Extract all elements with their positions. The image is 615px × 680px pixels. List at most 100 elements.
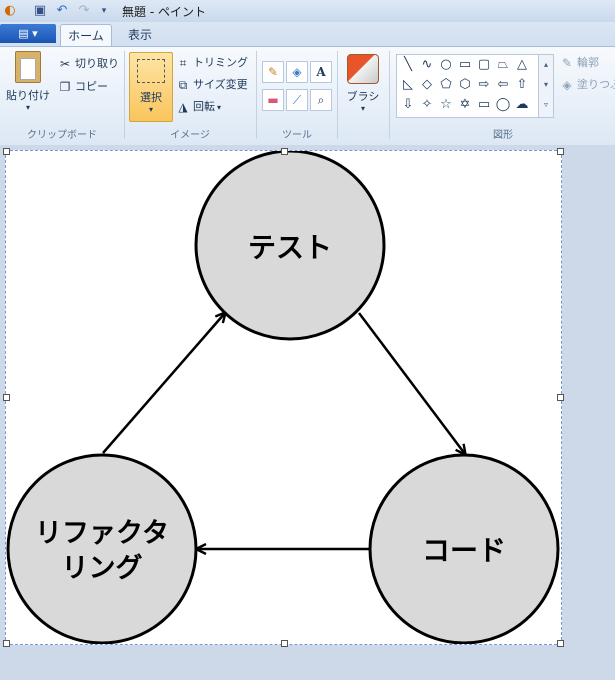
resize-icon: ⧉: [178, 78, 188, 92]
cut-label: 切り取り: [75, 57, 119, 70]
magnifier-icon[interactable]: ⌕: [310, 89, 332, 111]
rotate-label: 回転: [193, 100, 215, 113]
copy-label: コピー: [75, 80, 108, 93]
paste-label: 貼り付け: [6, 89, 50, 102]
crop-button[interactable]: ⌗ トリミング: [176, 54, 248, 70]
resize-handle[interactable]: [3, 640, 10, 647]
six-point-star-shape-icon[interactable]: ✡: [459, 97, 471, 112]
tab-home[interactable]: ホーム: [60, 24, 112, 47]
image-group-label: イメージ: [170, 130, 210, 141]
arrow-refactor-to-test: [102, 313, 225, 454]
arrow-test-to-code: [358, 312, 465, 454]
outline-button[interactable]: ✎ 輪郭: [560, 54, 599, 70]
copy-icon: ❐: [59, 80, 71, 94]
right-arrow-shape-icon[interactable]: ⇨: [478, 77, 490, 92]
redo-icon[interactable]: ↷: [78, 3, 90, 18]
rotate-icon: ◮: [178, 100, 188, 114]
node-code-label: コード: [422, 534, 506, 567]
resize-handle[interactable]: [557, 640, 564, 647]
node-refactoring-label-line1: リファクタ: [35, 518, 169, 549]
selection-rect-icon: [137, 59, 165, 83]
left-arrow-shape-icon[interactable]: ⇦: [497, 77, 509, 92]
paste-dropdown-icon: ▾: [25, 103, 30, 112]
window-title: 無題 - ペイント: [122, 5, 206, 19]
fill-label: 塗りつぶ: [577, 78, 615, 91]
brushes-button[interactable]: ブラシ ▾: [341, 54, 385, 113]
rounded-rectangle-shape-icon[interactable]: ▢: [477, 57, 491, 72]
node-refactoring: [6, 453, 198, 645]
curve-shape-icon[interactable]: ∿: [421, 57, 433, 72]
tools-group-label: ツール: [282, 130, 312, 141]
resize-handle[interactable]: [557, 148, 564, 155]
customize-quick-access-icon[interactable]: ▾: [101, 6, 107, 16]
outline-icon: ✎: [561, 56, 573, 70]
paste-button[interactable]: 貼り付け ▾: [4, 51, 52, 112]
rotate-button[interactable]: ◮ 回転▾: [176, 98, 221, 114]
select-label: 選択: [140, 91, 162, 104]
node-test: [194, 149, 386, 341]
app-menu-button[interactable]: ▤ ▾: [0, 24, 56, 43]
separator: [337, 51, 338, 139]
right-triangle-shape-icon[interactable]: ◺: [403, 77, 413, 92]
undo-icon[interactable]: ↶: [56, 3, 68, 18]
node-refactoring-label-line2: リング: [62, 552, 143, 584]
scissors-icon: ✂: [59, 57, 71, 71]
pentagon-shape-icon[interactable]: ⬠: [440, 77, 452, 92]
brush-icon: [347, 54, 379, 84]
clipboard-icon: [15, 51, 41, 83]
paint-app-icon[interactable]: ◐: [4, 3, 16, 18]
color-picker-icon[interactable]: ⟋: [286, 89, 308, 111]
select-button[interactable]: 選択 ▾: [129, 52, 173, 122]
cloud-callout-shape-icon[interactable]: ☁: [515, 97, 529, 112]
shapes-group-label: 図形: [493, 130, 513, 141]
resize-label: サイズ変更: [193, 78, 248, 91]
rectangle-shape-icon[interactable]: ▭: [458, 57, 472, 72]
canvas[interactable]: テスト コード リファクタ リング: [5, 149, 562, 645]
resize-button[interactable]: ⧉ サイズ変更: [176, 76, 248, 92]
fill-icon: ◈: [562, 78, 572, 92]
copy-button[interactable]: ❐ コピー: [58, 78, 108, 94]
separator: [124, 51, 125, 139]
text-tool-icon[interactable]: A: [310, 61, 332, 83]
triangle-shape-icon[interactable]: △: [517, 57, 527, 72]
down-arrow-shape-icon[interactable]: ⇩: [402, 97, 414, 112]
crop-icon: ⌗: [179, 56, 187, 70]
brushes-dropdown-icon: ▾: [360, 104, 365, 113]
clipboard-group-label: クリップボード: [27, 130, 97, 141]
four-point-star-shape-icon[interactable]: ✧: [421, 97, 433, 112]
separator: [256, 51, 257, 139]
pencil-icon[interactable]: ✎: [262, 61, 284, 83]
five-point-star-shape-icon[interactable]: ☆: [440, 97, 452, 112]
node-code: [368, 453, 560, 645]
fill-bucket-icon[interactable]: ◈: [286, 61, 308, 83]
brushes-label: ブラシ: [346, 90, 380, 103]
resize-handle[interactable]: [281, 148, 288, 155]
shapes-scrollbar[interactable]: ▴▾▿: [538, 55, 553, 117]
shapes-gallery: ╲ ∿ ○ ▭ ▢ ⏢ △ ◺ ◇ ⬠ ⬡ ⇨ ⇦ ⇧ ⇩ ✧ ☆ ✡ ▭ ◯ …: [396, 54, 554, 118]
title-bar: ◐ ▣ ↶ ↷ ▾ 無題 - ペイント: [0, 0, 615, 23]
tab-view[interactable]: 表示: [127, 28, 152, 42]
rotate-dropdown-icon: ▾: [217, 103, 222, 112]
resize-handle[interactable]: [281, 640, 288, 647]
resize-handle[interactable]: [557, 394, 564, 401]
rounded-callout-shape-icon[interactable]: ▭: [477, 97, 491, 112]
oval-shape-icon[interactable]: ○: [440, 57, 452, 72]
resize-handle[interactable]: [3, 148, 10, 155]
up-arrow-shape-icon[interactable]: ⇧: [516, 77, 528, 92]
polygon-shape-icon[interactable]: ⏢: [497, 57, 509, 72]
cycle-diagram: テスト コード リファクタ リング: [6, 149, 560, 645]
oval-callout-shape-icon[interactable]: ◯: [495, 97, 511, 112]
outline-label: 輪郭: [577, 56, 599, 69]
save-icon[interactable]: ▣: [33, 3, 47, 18]
select-dropdown-icon: ▾: [148, 105, 153, 114]
eraser-icon[interactable]: ▬: [262, 89, 284, 111]
resize-handle[interactable]: [3, 394, 10, 401]
separator: [389, 51, 390, 139]
crop-label: トリミング: [193, 56, 248, 69]
fill-button[interactable]: ◈ 塗りつぶ: [560, 76, 615, 92]
node-test-label: テスト: [248, 231, 332, 264]
diamond-shape-icon[interactable]: ◇: [422, 77, 432, 92]
cut-button[interactable]: ✂ 切り取り: [58, 55, 119, 71]
hexagon-shape-icon[interactable]: ⬡: [459, 77, 471, 92]
line-shape-icon[interactable]: ╲: [404, 57, 412, 72]
